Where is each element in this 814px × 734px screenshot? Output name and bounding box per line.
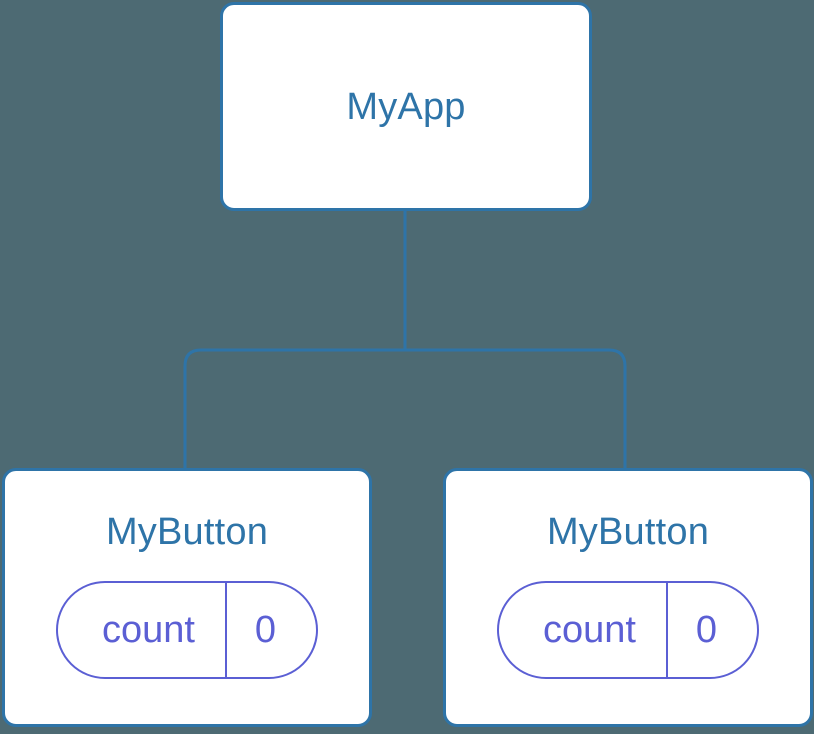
state-pill-value: 0 [695,609,718,651]
state-pill[interactable]: count 0 [55,581,319,679]
state-pill-divider [224,583,227,677]
component-node-title: MyApp [346,85,466,128]
edge-branch-left [183,348,405,468]
edge-branch-right [405,348,627,468]
state-pill-key: count [101,609,195,651]
component-node-title: MyButton [546,511,710,553]
component-node-child-2[interactable]: MyButton count 0 [443,468,813,727]
state-pill-key: count [542,609,636,651]
component-node-title: MyButton [105,511,269,553]
state-pill[interactable]: count 0 [496,581,760,679]
component-node-child-1[interactable]: MyButton count 0 [2,468,372,727]
state-pill-value: 0 [254,609,277,651]
component-node-root[interactable]: MyApp [220,2,592,211]
state-pill-divider [665,583,668,677]
